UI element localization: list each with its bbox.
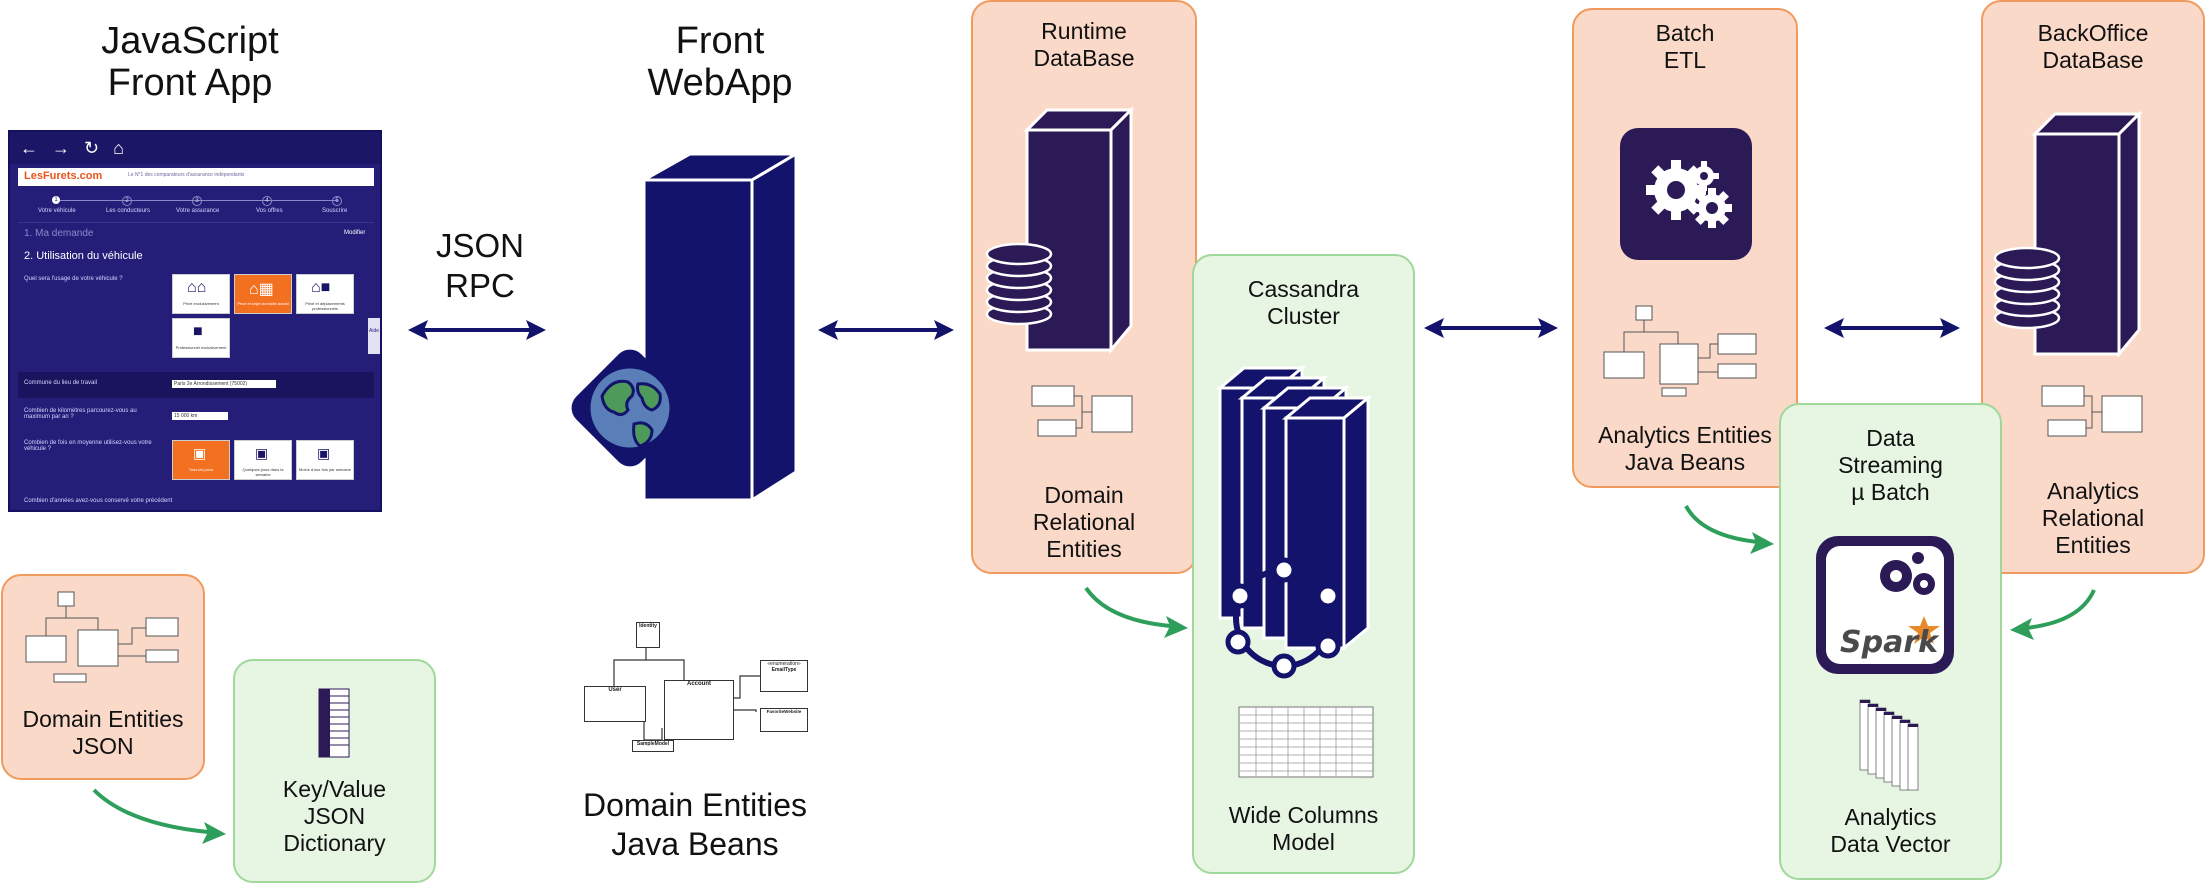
- usage-card-professional[interactable]: ■Professionnel exclusivement: [172, 318, 230, 358]
- usage-card-private[interactable]: ⌂⌂Privé exclusivement: [172, 274, 230, 314]
- green-arrow-json-to-dictionary: [92, 788, 226, 844]
- double-arrow-webapp-runtime: [818, 320, 954, 340]
- cassandra-cluster-caption: Wide Columns Model: [1228, 802, 1379, 855]
- step-5[interactable]: 5: [332, 196, 342, 206]
- cluster-servers-icon: [1215, 364, 1373, 652]
- commune-input[interactable]: Paris 2e Arrondissement (75002): [172, 380, 276, 388]
- arrow-right-icon[interactable]: →: [52, 137, 70, 158]
- question-usage: Quel sera l'usage de votre véhicule ?: [24, 276, 123, 282]
- wide-columns-grid-icon: [1238, 706, 1374, 778]
- data-streaming-title: Data Streaming µ Batch: [1838, 425, 1943, 505]
- uml-enum-email-type: «enumeration»EmailType: [760, 660, 808, 692]
- domain-java-caption: Domain Entities Java Beans: [582, 787, 808, 862]
- batch-etl-caption: Analytics Entities Java Beans: [1598, 422, 1772, 475]
- section-usage: 2. Utilisation du véhicule: [24, 250, 143, 262]
- step-3[interactable]: 3: [192, 196, 202, 206]
- double-arrow-json-rpc: [408, 320, 546, 340]
- gears-icon: [1620, 128, 1752, 260]
- domain-json-caption: Domain Entities JSON: [22, 706, 184, 759]
- section-ma-demande: 1. Ma demande: [24, 228, 94, 239]
- arrow-left-icon[interactable]: ←: [20, 137, 38, 158]
- help-side-tab[interactable]: Aide: [368, 318, 380, 354]
- cluster-ring-icon: [1225, 557, 1341, 679]
- freq-card-weekly[interactable]: ▣Quelques jours dans la semaine: [234, 440, 292, 480]
- question-km: Combien de kilomètres parcourez-vous au …: [24, 408, 137, 420]
- cassandra-cluster-title: Cassandra Cluster: [1247, 276, 1360, 329]
- browser-toolbar: ← → ↻ ⌂: [10, 132, 380, 164]
- front-webapp-title: Front WebApp: [647, 20, 793, 104]
- freq-card-rarely[interactable]: ▣Moins d'une fois par semaine: [296, 440, 354, 480]
- runtime-database-caption: Domain Relational Entities: [1032, 482, 1136, 562]
- uml-model-icon: [1603, 305, 1757, 397]
- site-logo[interactable]: LesFurets.com: [24, 170, 103, 182]
- step-label: Votre véhicule: [38, 208, 76, 214]
- backoffice-database-title: BackOffice DataBase: [2037, 20, 2149, 73]
- green-arrow-runtime-to-cassandra: [1084, 586, 1188, 638]
- step-label: Vos offres: [256, 208, 283, 214]
- home-icon[interactable]: ⌂: [113, 137, 124, 158]
- batch-etl-title: Batch ETL: [1655, 20, 1715, 73]
- spark-logo-text: Spark: [1840, 625, 1940, 660]
- refresh-icon[interactable]: ↻: [84, 137, 100, 158]
- green-arrow-batch-to-streaming: [1684, 504, 1774, 554]
- double-arrow-batch-backoffice: [1824, 318, 1960, 338]
- step-2[interactable]: 2: [122, 196, 132, 206]
- data-vector-icon: [1859, 699, 1919, 791]
- runtime-database-title: Runtime DataBase: [1033, 18, 1135, 71]
- question-duration: Combien d'années avez-vous conservé votr…: [24, 498, 173, 504]
- database-icon: [985, 106, 1135, 355]
- step-label: Votre assurance: [176, 208, 220, 214]
- step-4[interactable]: 4: [262, 196, 272, 206]
- domain-uml-diagram: Identity User Account «enumeration»Email…: [584, 620, 810, 754]
- globe-icon: [571, 349, 689, 467]
- site-header: LesFurets.com Le N°1 des comparateurs d'…: [18, 168, 374, 186]
- js-front-title: JavaScript Front App: [101, 20, 279, 104]
- json-rpc-label: JSON RPC: [435, 227, 524, 304]
- usage-card-business-trips[interactable]: ⌂■Privé et déplacements professionnels: [296, 274, 354, 314]
- front-app-screenshot: ← → ↻ ⌂ LesFurets.com Le N°1 des compara…: [8, 130, 382, 512]
- uml-class-sample-model: SampleModel: [632, 740, 674, 752]
- domain-json-box: [1, 574, 205, 780]
- modify-link[interactable]: Modifier: [344, 230, 366, 236]
- uml-model-icon: [25, 591, 179, 683]
- usage-card-commute[interactable]: ⌂▦Privé et trajet domicile-travail: [234, 274, 292, 314]
- uml-class-account: Account: [664, 680, 734, 740]
- step-1[interactable]: 1: [52, 196, 60, 204]
- database-icon: [1993, 110, 2143, 359]
- server-icon: [638, 151, 802, 503]
- double-arrow-cassandra-batch: [1424, 318, 1558, 338]
- question-frequency: Combien de fois en moyenne utilisez-vous…: [24, 440, 152, 452]
- data-streaming-caption: Analytics Data Vector: [1830, 804, 1951, 857]
- uml-class-identity: Identity: [636, 622, 660, 648]
- key-value-dictionary-icon: [318, 688, 350, 758]
- step-label: Les conducteurs: [106, 208, 151, 214]
- question-commune: Commune du lieu de travail: [24, 380, 98, 386]
- site-tagline: Le N°1 des comparateurs d'assurance indé…: [128, 172, 245, 178]
- progress-steps: 1 2 3 4 5 Votre véhicule Les conducteurs…: [34, 196, 354, 216]
- green-arrow-backoffice-to-streaming: [2010, 589, 2096, 640]
- step-label: Souscrire: [322, 208, 348, 214]
- km-input[interactable]: 15 000 km: [172, 412, 228, 420]
- uml-class-user: User: [584, 686, 646, 722]
- spark-icon: Spark: [1816, 536, 1954, 674]
- freq-card-daily[interactable]: ▣Tous les jours: [172, 440, 230, 480]
- relational-model-icon: [1031, 385, 1133, 437]
- kv-dictionary-caption: Key/Value JSON Dictionary: [282, 776, 387, 856]
- relational-model-icon: [2041, 385, 2143, 437]
- backoffice-database-caption: Analytics Relational Entities: [2041, 478, 2145, 558]
- uml-class-favorite-website: FavoriteWebsite: [760, 708, 808, 732]
